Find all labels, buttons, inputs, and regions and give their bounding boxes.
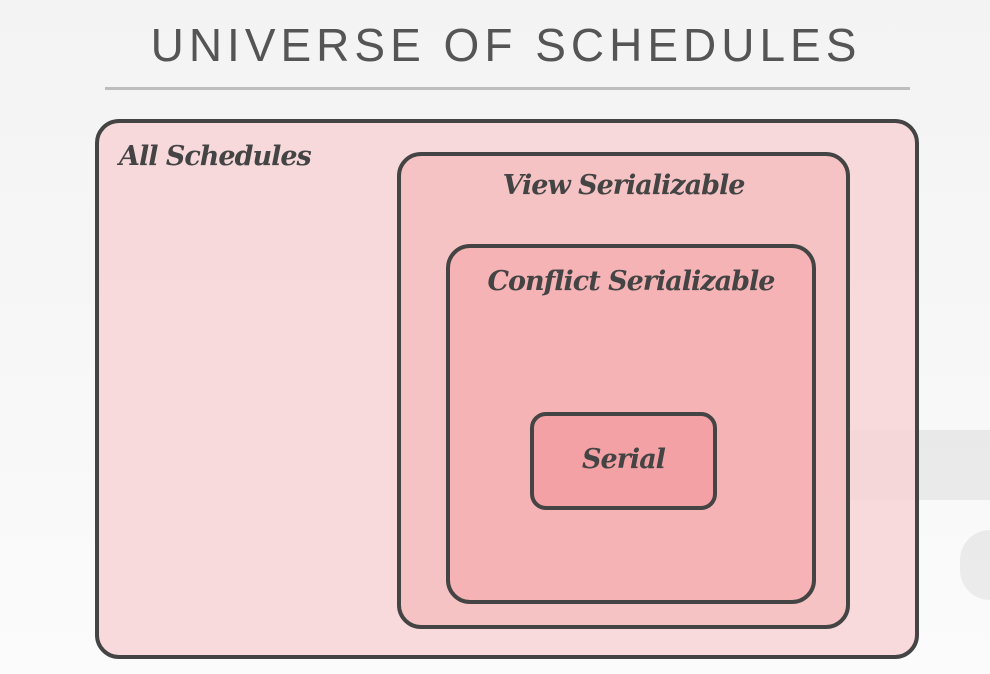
set-label: All Schedules (119, 141, 312, 172)
set-serial: Serial (530, 412, 717, 510)
set-conflict-serializable: Conflict Serializable (446, 244, 816, 604)
title-divider (105, 87, 910, 90)
set-label: View Serializable (502, 170, 746, 201)
watermark-logo-part (960, 530, 990, 600)
slide-title: UNIVERSE OF SCHEDULES (150, 19, 862, 71)
set-label: Serial (582, 444, 666, 475)
set-label: Conflict Serializable (487, 266, 776, 297)
